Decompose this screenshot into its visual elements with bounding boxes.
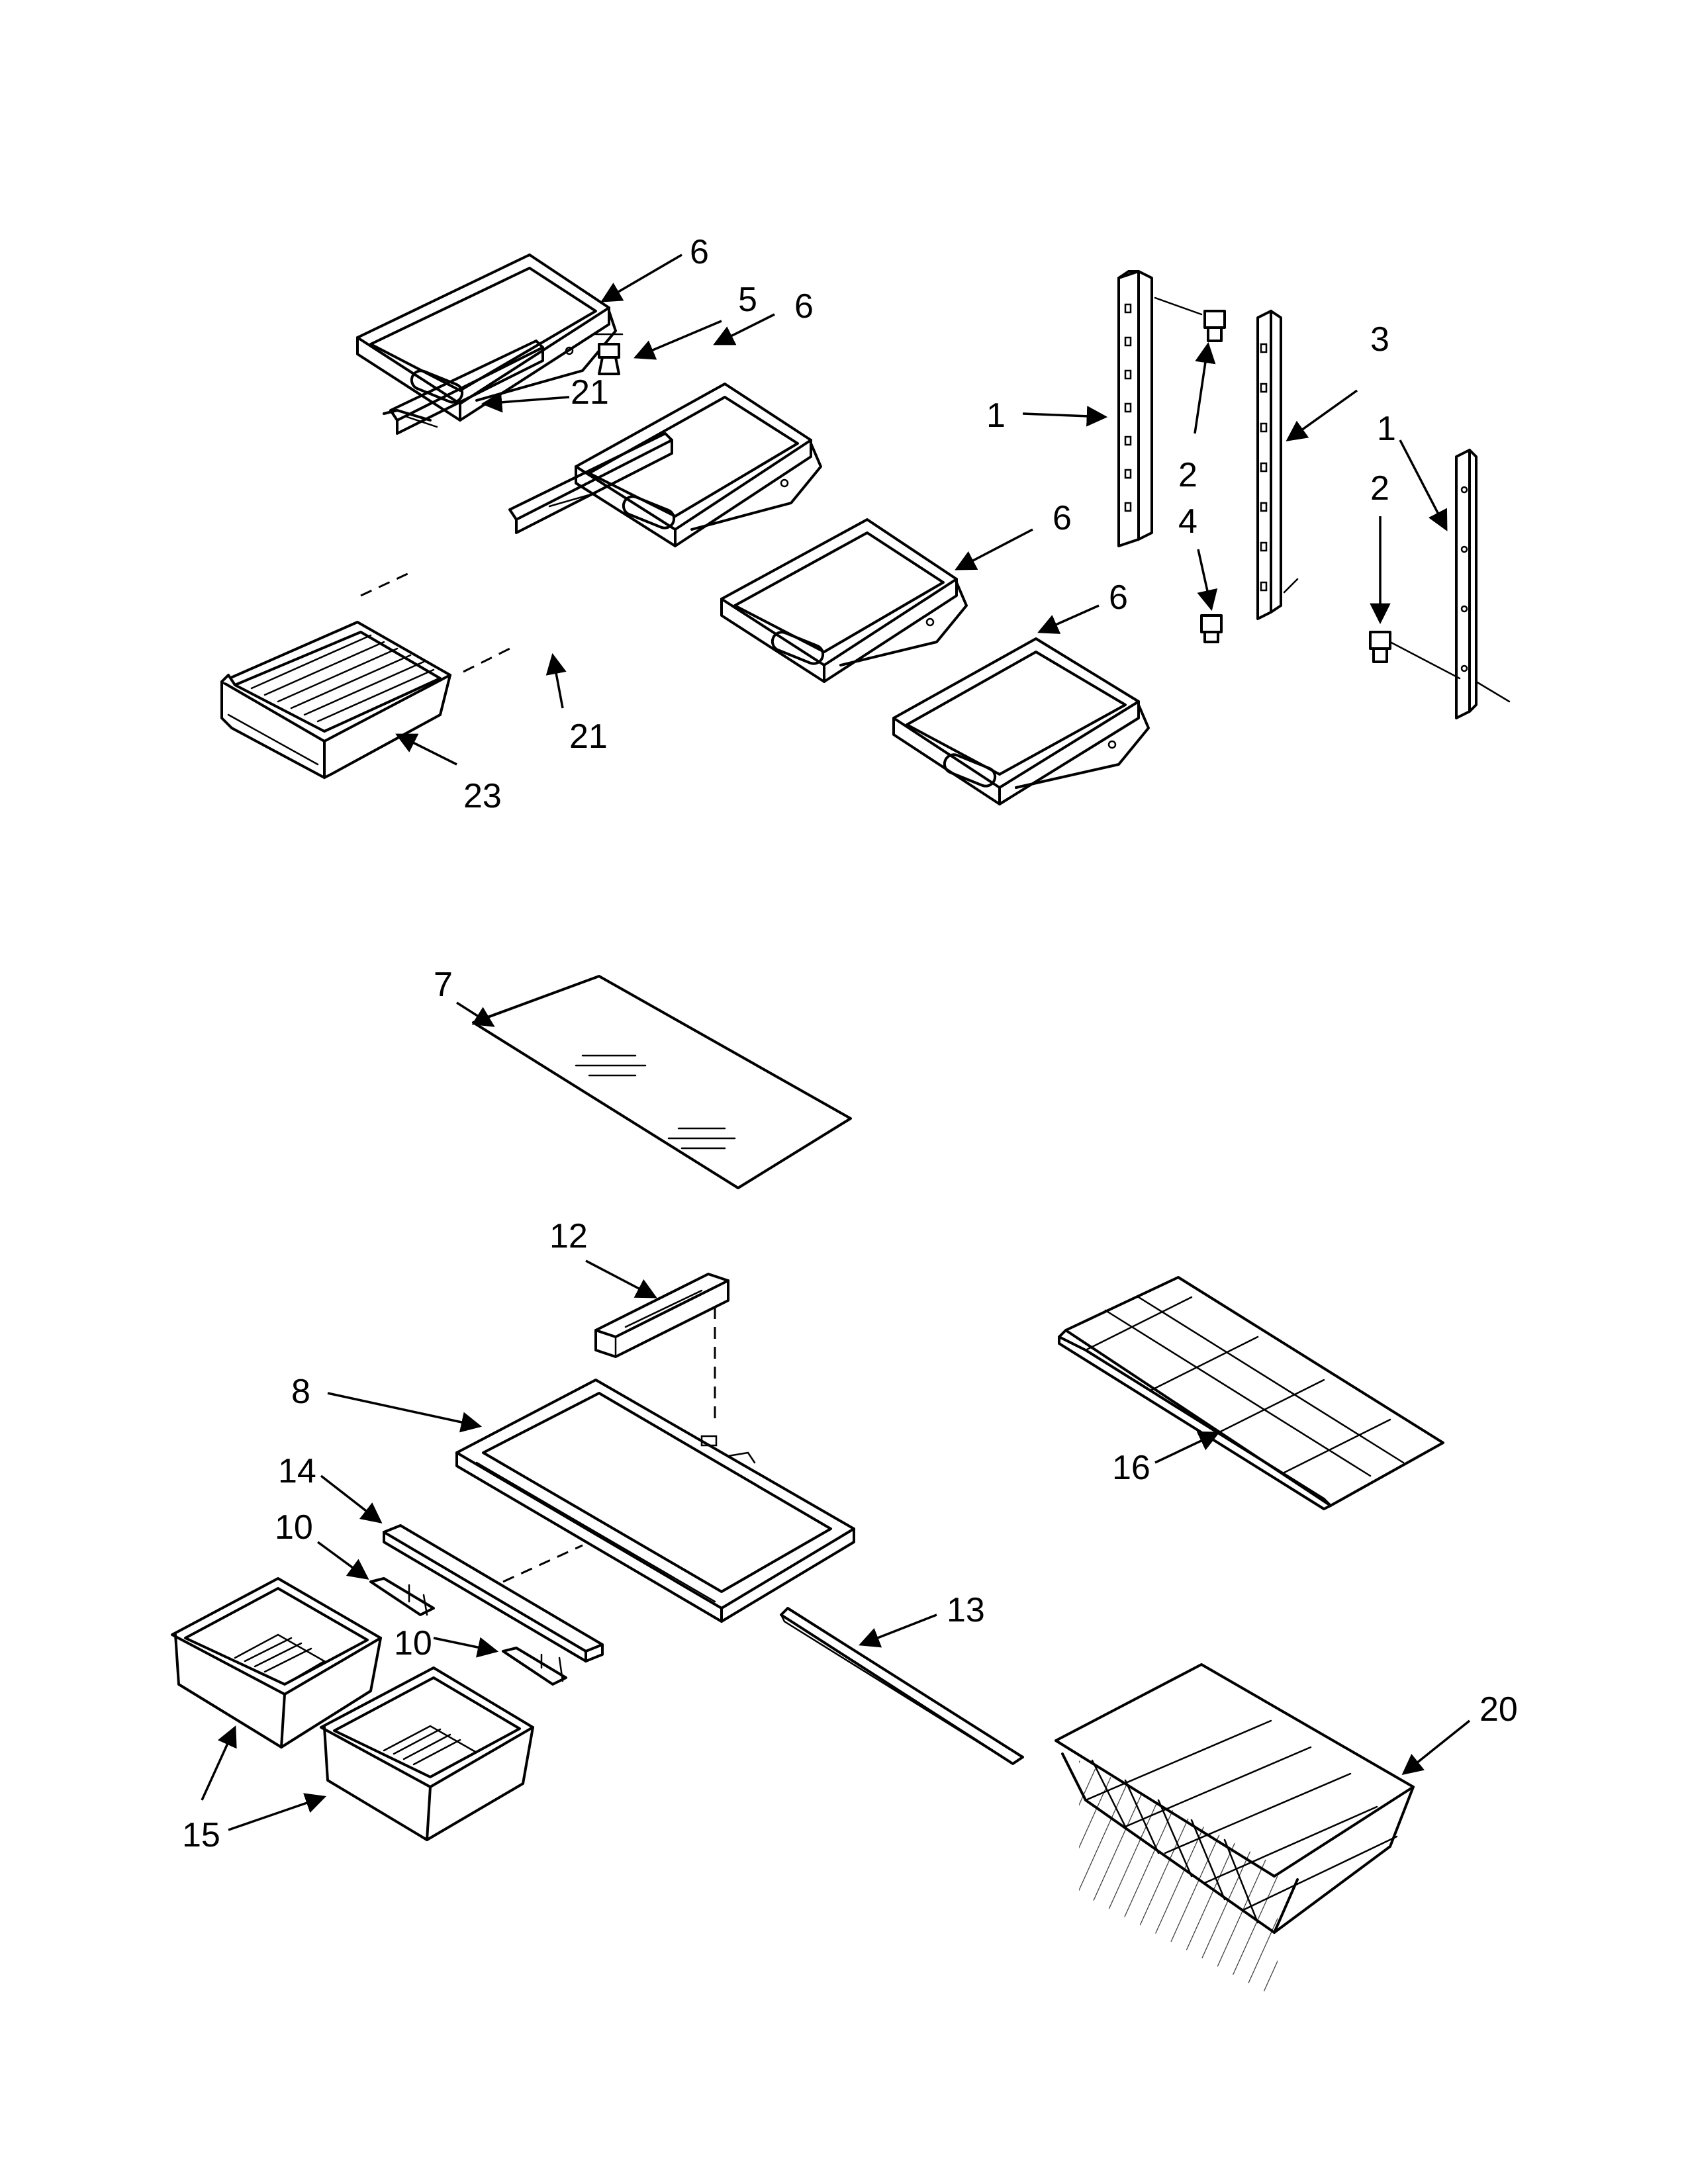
screw-2a [1154,296,1226,342]
crisper-drawer-23 [220,621,451,779]
clip-10b [502,1647,567,1686]
callout-16: 16 [1112,1449,1150,1487]
callout-2b: 2 [1370,469,1389,508]
callout-8: 8 [291,1373,310,1411]
callout-21b: 21 [569,717,608,756]
shelf-6c [720,518,968,683]
rail-1b [1455,449,1511,719]
callout-10a: 10 [275,1508,313,1547]
callout-13: 13 [947,1591,985,1629]
glass-shelf-7 [472,975,852,1189]
callout-12: 12 [549,1217,588,1255]
callout-14: 14 [278,1452,316,1490]
shelf-6b [575,383,822,547]
shelf-frame-8 [455,1379,855,1623]
callout-15: 15 [182,1816,220,1854]
callout-23: 23 [463,777,502,815]
wire-shelf-16 [1058,1276,1444,1510]
bracket-12 [594,1273,729,1358]
callout-1a: 1 [986,396,1006,435]
rod-13 [780,1607,1024,1765]
crisper-pan-15a [171,1577,382,1749]
callout-21a: 21 [571,373,609,412]
callout-5: 5 [738,281,757,319]
clip-10a [369,1577,435,1616]
callout-10b: 10 [394,1624,432,1662]
screw-4 [1200,614,1223,643]
rail-1a [1117,270,1153,547]
slide-rail-21b [508,432,673,534]
callout-3: 3 [1370,320,1389,359]
callout-6d: 6 [1109,578,1128,617]
callout-6b: 6 [794,287,814,326]
callout-6a: 6 [690,233,709,271]
callout-20: 20 [1479,1690,1518,1729]
crisper-pan-15b [320,1666,534,1841]
callout-1b: 1 [1377,410,1396,448]
callout-6c: 6 [1053,499,1072,537]
wire-basket-20 [1055,1663,1415,1999]
callout-2a: 2 [1178,456,1197,494]
slide-rail-21a [383,340,544,435]
callout-labels: 6 5 6 21 6 6 21 23 1 2 4 3 1 2 7 12 8 14… [182,233,1518,1854]
callout-7: 7 [434,966,453,1004]
shelf-6d [892,637,1150,805]
trim-14 [383,1524,604,1662]
screw-5 [594,333,624,375]
screw-2b [1369,631,1461,680]
leader-lines [201,253,1471,1831]
bracket-3 [1256,310,1299,620]
callout-4: 4 [1178,502,1197,541]
